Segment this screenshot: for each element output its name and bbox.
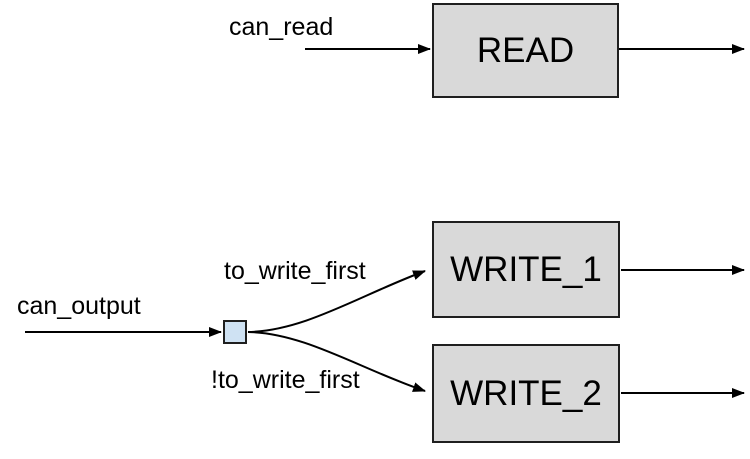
to-write-first-branch-arrow [247,270,426,333]
write1-node: WRITE_1 [432,221,620,318]
write1-node-label: WRITE_1 [450,249,602,289]
read-node: READ [432,3,619,98]
to-write-first-label: to_write_first [224,257,366,285]
not-to-write-first-branch-arrow [247,331,426,392]
write2-node-label: WRITE_2 [450,373,602,413]
branch-junction-square [223,320,247,344]
read-node-label: READ [476,30,575,70]
can-read-label: can_read [229,13,334,41]
write2-node: WRITE_2 [432,344,620,443]
not-to-write-first-label: !to_write_first [211,366,360,394]
can-output-label: can_output [17,292,141,320]
